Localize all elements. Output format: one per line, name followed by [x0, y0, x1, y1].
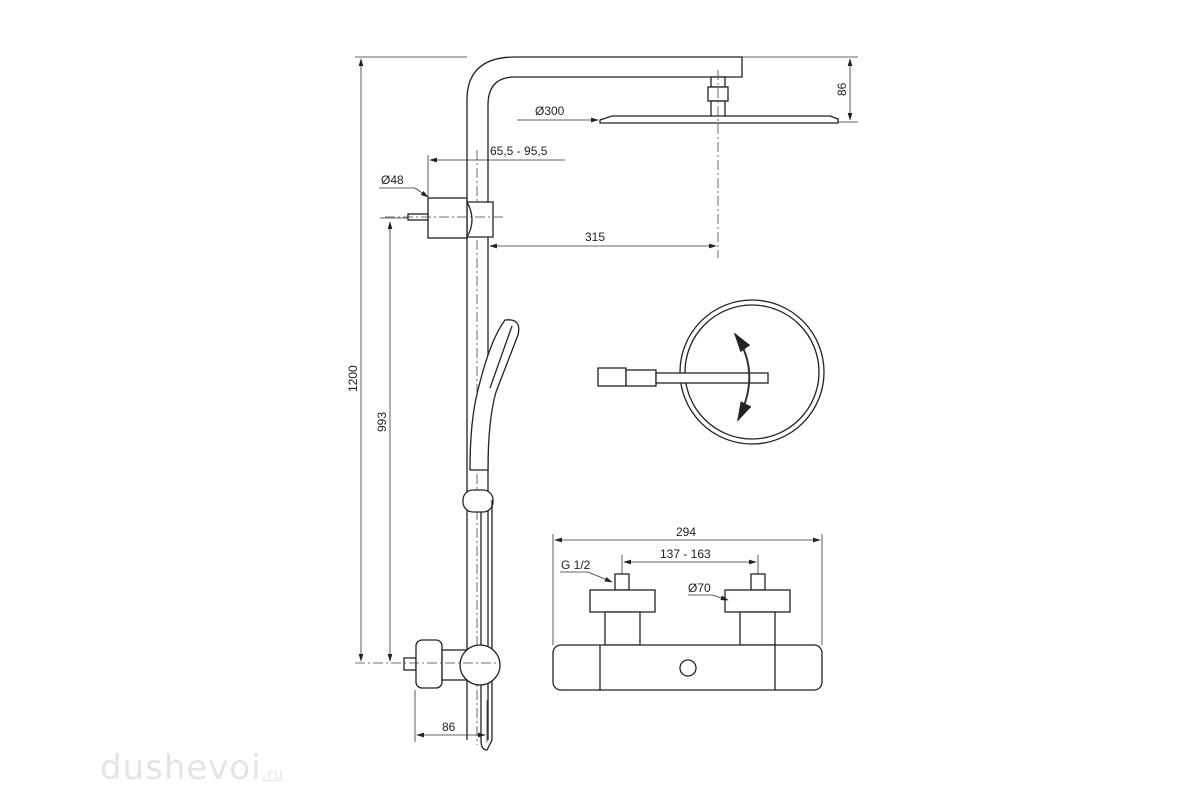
label-head-height: 86: [835, 82, 849, 96]
label-arm-reach: 315: [585, 230, 605, 244]
label-knob-diameter: Ø70: [688, 581, 711, 595]
label-thread: G 1/2: [561, 558, 591, 572]
thermostatic-mixer: [552, 534, 823, 691]
label-head-diameter: Ø300: [535, 104, 565, 118]
wall-bracket: [385, 197, 505, 239]
label-mixer-centers: 137 - 163: [660, 547, 711, 561]
label-mixer-width: 294: [676, 525, 696, 539]
label-bracket-diameter: Ø48: [381, 173, 404, 187]
hand-shower: [462, 319, 520, 751]
wall-valve: [355, 639, 501, 689]
label-valve-depth: 86: [442, 720, 456, 734]
label-total-height: 1200: [346, 365, 360, 392]
rain-shower-head: [599, 70, 839, 258]
label-bracket-range: 65,5 - 95,5: [490, 144, 548, 158]
label-valve-height: 993: [375, 412, 389, 432]
rotation-detail: [597, 299, 825, 445]
watermark-logo: dushevoi.ru: [100, 748, 284, 788]
dimension-lines: [355, 56, 858, 742]
